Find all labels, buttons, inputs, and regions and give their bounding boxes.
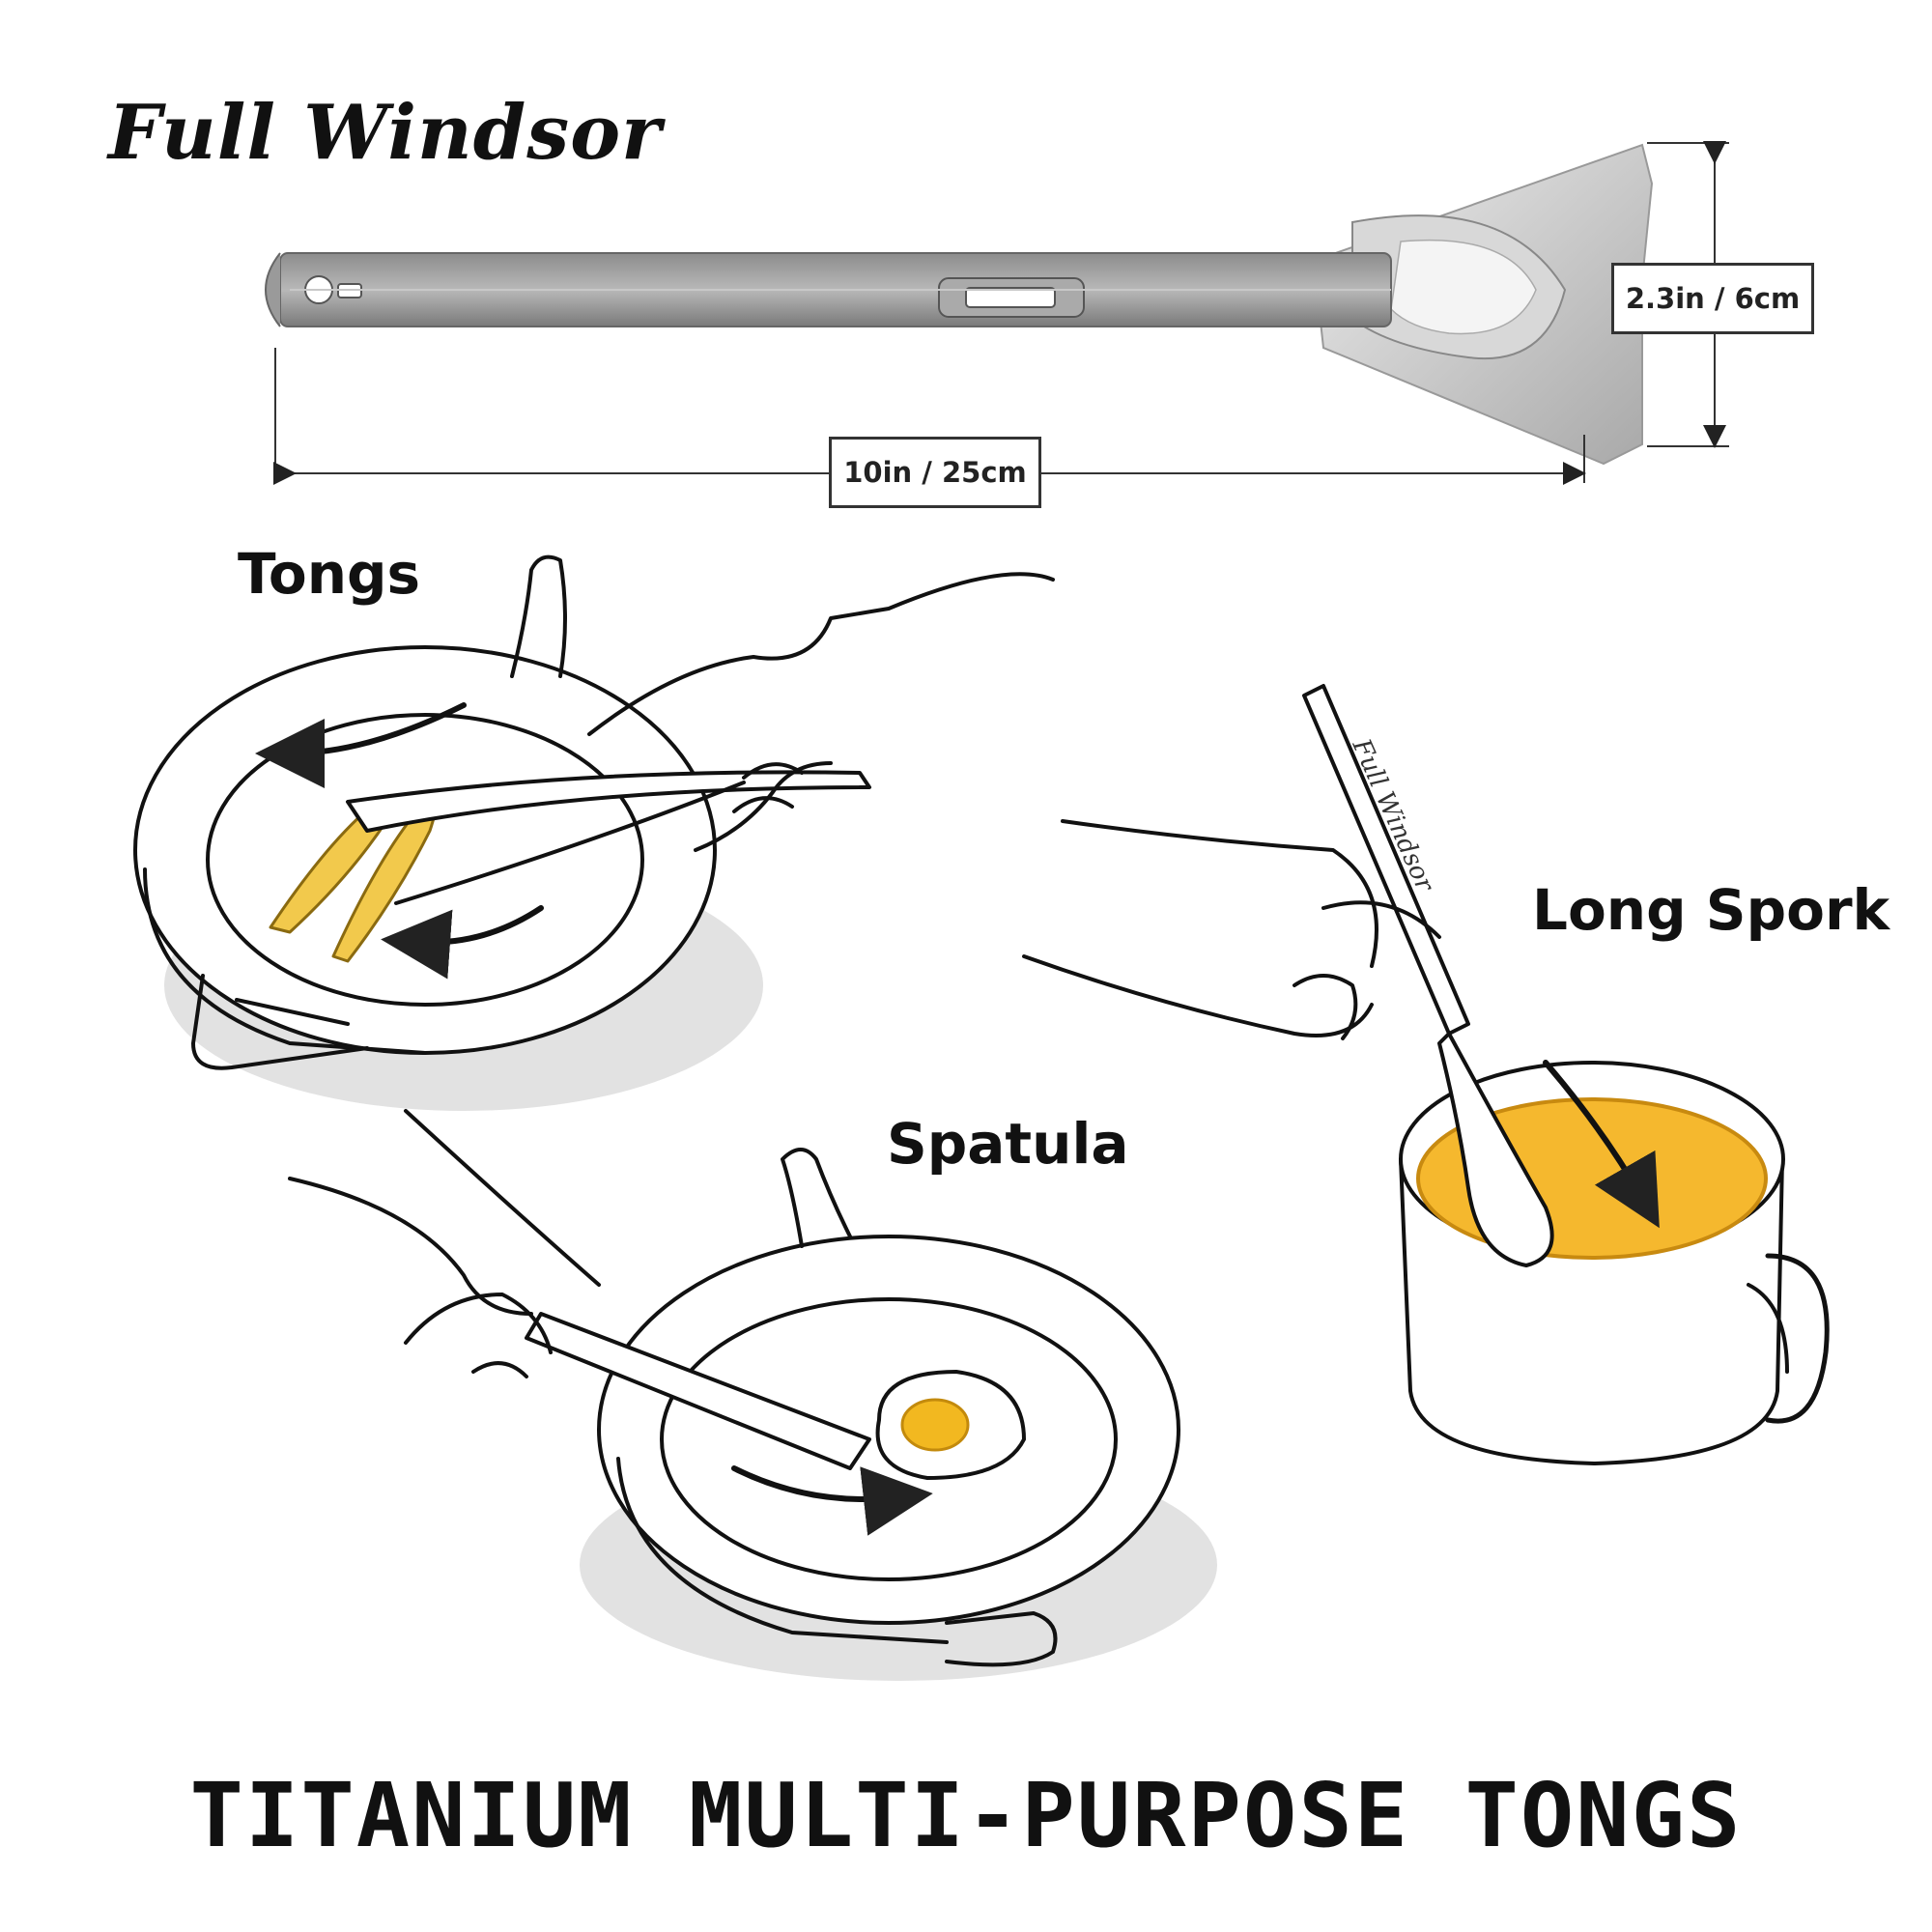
long-spork-mug-scene: Full Windsor [1022,684,1830,1465]
brand-logo: Full Windsor [108,89,663,177]
tongs-label: Tongs [238,541,421,607]
spatula-label: Spatula [887,1111,1129,1177]
height-dimension-label: 2.3in / 6cm [1611,263,1814,334]
product-title: TITANIUM MULTI-PURPOSE TONGS [189,1764,1743,1867]
length-dimension-label: 10in / 25cm [829,437,1041,508]
tongs-product-photo [265,143,1654,466]
tongs-skillet-scene [133,554,1055,1111]
long-spork-label: Long Spork [1532,877,1890,943]
spatula-skillet-scene [288,1109,1217,1681]
